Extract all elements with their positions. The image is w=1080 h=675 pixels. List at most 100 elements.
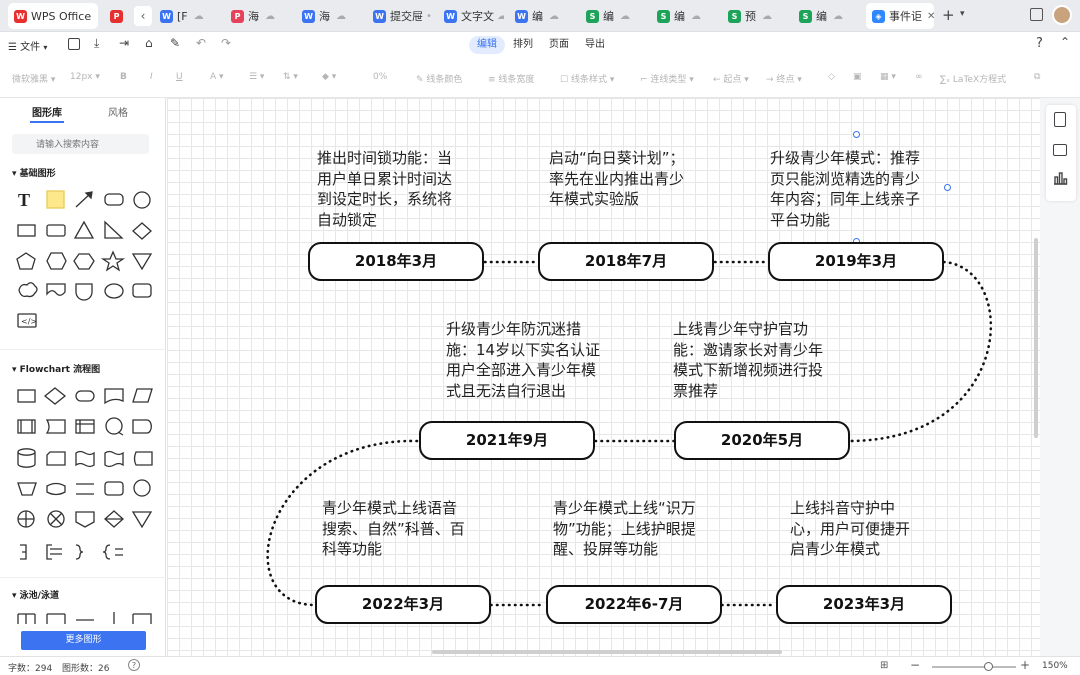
- tab-flowchart-active[interactable]: ◈ 事件讵 ✕: [866, 3, 934, 29]
- line-color-button[interactable]: ✎ 线条颜色: [416, 75, 463, 85]
- tab-page[interactable]: 页面: [549, 39, 569, 50]
- section-swimlane[interactable]: ▾ 泳池/泳道: [12, 591, 59, 601]
- event-description[interactable]: 青少年模式上线语音 搜索、自然”科普、百 科等功能: [322, 498, 465, 560]
- file-menu[interactable]: ☰ 文件 ▾: [8, 38, 47, 53]
- event-box[interactable]: 2023年3月: [776, 585, 952, 624]
- tab-doc-4[interactable]: W 提交屉 •: [367, 3, 433, 29]
- event-box[interactable]: 2019年3月: [768, 242, 944, 281]
- zoom-level[interactable]: 150%: [1042, 661, 1068, 671]
- line-style-button[interactable]: ☐ 线条样式 ▾: [560, 75, 615, 85]
- layout-icon[interactable]: [1053, 144, 1067, 156]
- event-description[interactable]: 上线抖音守护中 心，用户可便捷开 启青少年模式: [790, 498, 910, 560]
- avatar[interactable]: [1052, 5, 1072, 25]
- tab-doc-5[interactable]: W 文字文 ☁: [438, 3, 504, 29]
- tab-edit[interactable]: 编辑: [469, 36, 505, 54]
- map-icon[interactable]: ⊞: [880, 660, 889, 671]
- link-icon[interactable]: ∞: [915, 72, 923, 82]
- cloud-icon: ☁: [833, 10, 843, 22]
- tab-arrange[interactable]: 排列: [513, 39, 533, 50]
- font-select[interactable]: 微软雅黑 ▾: [12, 75, 56, 85]
- flowchart-shapes-grid[interactable]: [10, 382, 160, 562]
- zoom-in-icon[interactable]: +: [1020, 658, 1031, 672]
- window-layout-icon[interactable]: [1030, 8, 1043, 21]
- start-arrow-button[interactable]: ← 起点 ▾: [713, 75, 749, 85]
- event-description[interactable]: 启动“向日葵计划”； 率先在业内推出青少 年模式实验版: [549, 148, 685, 210]
- horizontal-scrollbar[interactable]: [432, 650, 782, 654]
- tab-sheet-1[interactable]: S 编 ☁: [580, 3, 646, 29]
- font-color-button[interactable]: A ▾: [210, 72, 224, 82]
- save-icon[interactable]: [68, 38, 80, 50]
- new-tab-icon[interactable]: +: [942, 6, 955, 24]
- bold-button[interactable]: B: [120, 72, 127, 82]
- vertical-scrollbar[interactable]: [1034, 238, 1038, 438]
- tab-doc-3[interactable]: W 海 ☁: [296, 3, 362, 29]
- download-icon[interactable]: ⤓: [94, 36, 100, 50]
- event-box[interactable]: 2022年6-7月: [546, 585, 722, 624]
- font-size-select[interactable]: 12px ▾: [70, 72, 100, 82]
- latex-button[interactable]: ∑ₓ LaTeX方程式: [940, 75, 1007, 85]
- fill-color-icon[interactable]: ◆ ▾: [322, 72, 337, 82]
- more-shapes-button[interactable]: 更多图形: [21, 631, 146, 650]
- tab-wps-home[interactable]: W WPS Office: [8, 3, 98, 29]
- end-arrow-button[interactable]: → 终点 ▾: [766, 75, 802, 85]
- tab-doc-2[interactable]: P 海 ☁: [225, 3, 291, 29]
- tab-scroll-left-icon[interactable]: ‹: [134, 6, 152, 26]
- connector-curve: [848, 260, 993, 443]
- event-box[interactable]: 2021年9月: [419, 421, 595, 460]
- image-icon[interactable]: ▣: [853, 72, 862, 82]
- more-tools-icon[interactable]: ⧉: [1034, 72, 1041, 82]
- section-basic-shapes[interactable]: ▾ 基础图形: [12, 169, 56, 179]
- shape-icon[interactable]: ◇: [828, 72, 835, 82]
- undo-icon[interactable]: ↶: [196, 36, 207, 50]
- help-icon[interactable]: ?: [1036, 36, 1043, 51]
- diagram-canvas[interactable]: 推出时间锁功能：当 用户单日累计时间达 到设定时长，系统将 自动锁定 启动“向日…: [167, 98, 1040, 656]
- zoom-out-icon[interactable]: −: [910, 658, 921, 672]
- format-painter-icon[interactable]: ⌂: [145, 36, 153, 50]
- tab-shape-library[interactable]: 图形库: [32, 108, 62, 119]
- zoom-slider[interactable]: [932, 666, 1016, 668]
- connector-type-button[interactable]: ⌐ 连线类型 ▾: [640, 75, 694, 85]
- export-icon[interactable]: ⇥: [119, 36, 130, 50]
- close-tab-icon[interactable]: ✕: [927, 10, 934, 22]
- tab-doc-6[interactable]: W 编 ☁: [509, 3, 575, 29]
- desc-line: 青少年模式上线语音: [322, 499, 458, 517]
- redo-icon[interactable]: ↷: [221, 36, 232, 50]
- event-description[interactable]: 推出时间锁功能：当 用户单日累计时间达 到设定时长，系统将 自动锁定: [317, 148, 452, 230]
- event-description[interactable]: 升级青少年模式：推荐 页只能浏览精选的青少 年内容；同年上线亲子 平台功能: [770, 148, 920, 230]
- page-properties-icon[interactable]: [1054, 112, 1066, 127]
- line-spacing-icon[interactable]: ⇅ ▾: [283, 72, 298, 82]
- align-icon[interactable]: ☰ ▾: [249, 72, 265, 82]
- event-description[interactable]: 上线青少年守护官功 能：邀请家长对青少年 模式下新增视频进行投 票推荐: [673, 319, 823, 401]
- line-width-button[interactable]: ≡ 线条宽度: [488, 75, 535, 85]
- event-box[interactable]: 2018年3月: [308, 242, 484, 281]
- opacity-value[interactable]: 0%: [373, 72, 388, 82]
- event-box[interactable]: 2018年7月: [538, 242, 714, 281]
- search-input[interactable]: [12, 134, 149, 154]
- underline-button[interactable]: U: [176, 72, 183, 82]
- event-description[interactable]: 升级青少年防沉迷措 施：14岁以下实名认证 用户全部进入青少年模 式且无法自行退…: [446, 319, 600, 401]
- help-icon[interactable]: ?: [128, 659, 140, 671]
- event-box[interactable]: 2020年5月: [674, 421, 850, 460]
- swimlane-shapes-grid[interactable]: [10, 608, 160, 624]
- tab-style[interactable]: 风格: [108, 108, 128, 119]
- tab-sheet-2[interactable]: S 编 ☁: [651, 3, 717, 29]
- chart-icon[interactable]: [1052, 170, 1068, 186]
- collapse-icon[interactable]: ⌃: [1060, 35, 1071, 49]
- section-label: 泳池/泳道: [19, 591, 59, 601]
- table-icon[interactable]: ▦ ▾: [880, 72, 896, 82]
- basic-shapes-grid[interactable]: T </>: [10, 184, 160, 334]
- event-description[interactable]: 青少年模式上线“识万 物”功能；上线护眼提 醒、投屏等功能: [553, 498, 696, 560]
- tab-export[interactable]: 导出: [585, 39, 605, 50]
- tab-sheet-4[interactable]: S 编 ☁: [793, 3, 859, 29]
- selection-handle[interactable]: [853, 131, 860, 138]
- event-box[interactable]: 2022年3月: [315, 585, 491, 624]
- tab-pdf[interactable]: P: [104, 3, 126, 29]
- tab-doc-1[interactable]: W [F ☁: [154, 3, 220, 29]
- italic-button[interactable]: I: [150, 72, 153, 82]
- zoom-slider-handle[interactable]: [984, 662, 993, 671]
- tab-dropdown-icon[interactable]: ▾: [960, 9, 965, 19]
- section-flowchart[interactable]: ▾ Flowchart 流程图: [12, 365, 101, 375]
- selection-handle[interactable]: [944, 184, 951, 191]
- tab-sheet-3[interactable]: S 预 ☁: [722, 3, 788, 29]
- eraser-icon[interactable]: ✎: [170, 36, 181, 50]
